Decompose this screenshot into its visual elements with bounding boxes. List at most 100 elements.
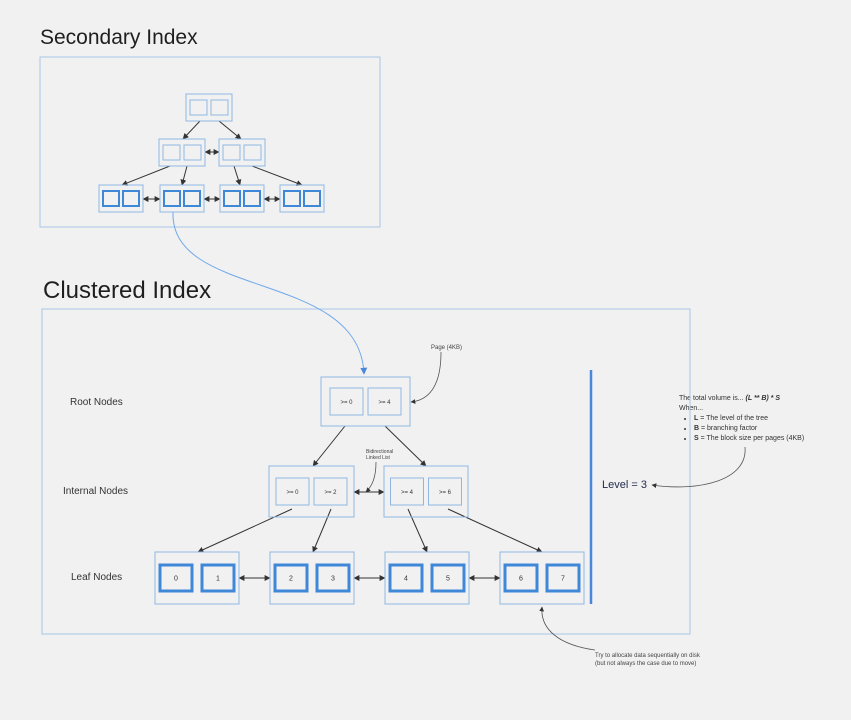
formula-text-l: = The level of the tree <box>698 415 769 422</box>
formula-item-l: L = The level of the tree <box>694 414 804 424</box>
formula-line: The total volume is... (L ** B) * S <box>679 394 804 404</box>
sequential-note-line2: (but not always the case due to move) <box>595 661 697 667</box>
secondary-internal-1-slot-1 <box>183 144 202 161</box>
secondary-index-title: Secondary Index <box>40 26 198 49</box>
clustered-internal-node-1-key-1: >= 2 <box>324 490 337 496</box>
secondary-internal-node-2 <box>218 138 266 167</box>
secondary-internal-node-1 <box>158 138 206 167</box>
clustered-internal-node-1-key-0: >= 0 <box>286 490 299 496</box>
clustered-edge-root-left <box>312 425 346 467</box>
clustered-edge-root-right <box>384 425 427 467</box>
secondary-internal-2-slot-1 <box>243 144 262 161</box>
root-nodes-label: Root Nodes <box>70 397 123 408</box>
secondary-leaf-2-slot-0 <box>163 190 181 207</box>
clustered-leaf-node-3-slot-0 <box>388 563 424 593</box>
clustered-internal-node-1-slot-1 <box>313 477 348 506</box>
secondary-leaf-3-slot-1 <box>243 190 261 207</box>
clustered-leaf-node-4-slot-0 <box>503 563 539 593</box>
formula-key-b: B <box>694 425 700 432</box>
clustered-leaf-node-2 <box>269 551 355 605</box>
clustered-internal-node-2 <box>383 465 469 518</box>
secondary-to-clustered-curve <box>172 211 368 375</box>
clustered-index-title: Clustered Index <box>43 277 212 304</box>
clustered-leaf-node-1 <box>154 551 240 605</box>
clustered-leaf-node-2-key-0: 2 <box>289 576 293 583</box>
leaf-nodes-label: Leaf Nodes <box>71 572 123 583</box>
clustered-leaf-node-4-key-0: 6 <box>519 576 523 583</box>
clustered-internal-node-2-key-1: >= 6 <box>439 490 452 496</box>
clustered-index-frame <box>41 308 691 635</box>
clustered-root-node-slot-0 <box>329 387 364 416</box>
page-note: Page (4KB) <box>431 345 463 351</box>
clustered-leaf-node-3 <box>384 551 470 605</box>
clustered-edge-i2-l3 <box>407 508 428 553</box>
secondary-internal-2-slot-0 <box>222 144 241 161</box>
formula-text-s: = The block size per pages (4KB) <box>698 435 805 442</box>
secondary-edge-i1-l2 <box>180 165 188 186</box>
secondary-edge-i2-l4 <box>251 165 303 186</box>
clustered-leaf-node-1-key-0: 0 <box>174 576 178 583</box>
linked-list-note-line1: Bidirectional <box>366 449 394 455</box>
sequential-note-line1: Try to allocate data sequentially on dis… <box>595 653 700 659</box>
linked-list-note-pointer <box>365 461 377 493</box>
formula-item-s: S = The block size per pages (4KB) <box>694 434 804 444</box>
sequential-note-pointer <box>539 606 596 651</box>
linked-list-note-line2: Linked List <box>366 455 390 461</box>
formula-key-l: L <box>694 415 699 422</box>
clustered-internal-node-1-slot-0 <box>275 477 310 506</box>
secondary-leaf-node-3 <box>219 184 265 213</box>
clustered-root-node-slot-1 <box>367 387 402 416</box>
clustered-leaf-node-2-slot-0 <box>273 563 309 593</box>
formula-pointer <box>651 446 746 488</box>
clustered-leaf-node-4-slot-1 <box>545 563 581 593</box>
secondary-edge-root-right <box>218 120 242 140</box>
level-label: Level = 3 <box>602 479 647 491</box>
clustered-internal-node-2-key-0: >= 4 <box>401 490 414 496</box>
clustered-leaf-node-2-key-1: 3 <box>331 576 335 583</box>
clustered-leaf-node-4 <box>499 551 585 605</box>
clustered-root-node-key-0: >= 0 <box>340 400 353 406</box>
secondary-leaf-node-2 <box>159 184 205 213</box>
formula-item-b: B = branching factor <box>694 424 804 434</box>
secondary-internal-1-slot-0 <box>162 144 181 161</box>
secondary-leaf-1-slot-0 <box>102 190 120 207</box>
secondary-leaf-4-slot-1 <box>303 190 321 207</box>
secondary-leaf-4-slot-0 <box>283 190 301 207</box>
clustered-leaf-node-3-slot-1 <box>430 563 466 593</box>
formula-text-b: = branching factor <box>699 425 758 432</box>
clustered-internal-node-1 <box>268 465 355 518</box>
secondary-leaf-3-slot-0 <box>223 190 241 207</box>
secondary-edge-i2-l3 <box>233 165 242 186</box>
clustered-leaf-node-3-key-0: 4 <box>404 576 408 583</box>
clustered-edge-i2-l4 <box>447 508 543 553</box>
internal-nodes-label: Internal Nodes <box>63 486 129 497</box>
formula-list: L = The level of the tree B = branching … <box>679 414 804 444</box>
secondary-leaf-node-1 <box>98 184 144 213</box>
secondary-index-frame <box>39 56 381 228</box>
clustered-leaf-node-4-key-1: 7 <box>561 576 565 583</box>
clustered-internal-node-2-slot-0 <box>390 477 424 506</box>
clustered-root-node-key-1: >= 4 <box>378 400 391 406</box>
clustered-leaf-node-1-key-1: 1 <box>216 576 220 583</box>
secondary-edge-root-left <box>182 120 201 140</box>
clustered-leaf-node-1-slot-1 <box>200 563 236 593</box>
formula-key-s: S <box>694 435 699 442</box>
clustered-edge-i1-l1 <box>197 508 293 553</box>
secondary-leaf-2-slot-1 <box>183 190 201 207</box>
formula-when: When... <box>679 405 704 412</box>
clustered-edge-i1-l2 <box>312 508 332 553</box>
secondary-root-slot-0 <box>189 99 208 116</box>
clustered-internal-node-2-slot-1 <box>428 477 462 506</box>
formula-intro: The total volume is... <box>679 395 746 402</box>
clustered-leaf-node-3-key-1: 5 <box>446 576 450 583</box>
secondary-leaf-1-slot-1 <box>122 190 140 207</box>
formula-expr: (L ** B) * S <box>745 395 781 402</box>
clustered-leaf-node-1-slot-0 <box>158 563 194 593</box>
formula-block: The total volume is... (L ** B) * S When… <box>679 394 804 444</box>
secondary-root-node <box>185 93 233 122</box>
secondary-root-slot-1 <box>210 99 229 116</box>
clustered-leaf-node-2-slot-1 <box>315 563 351 593</box>
clustered-root-node <box>320 376 411 427</box>
secondary-edge-i1-l1 <box>121 165 171 186</box>
